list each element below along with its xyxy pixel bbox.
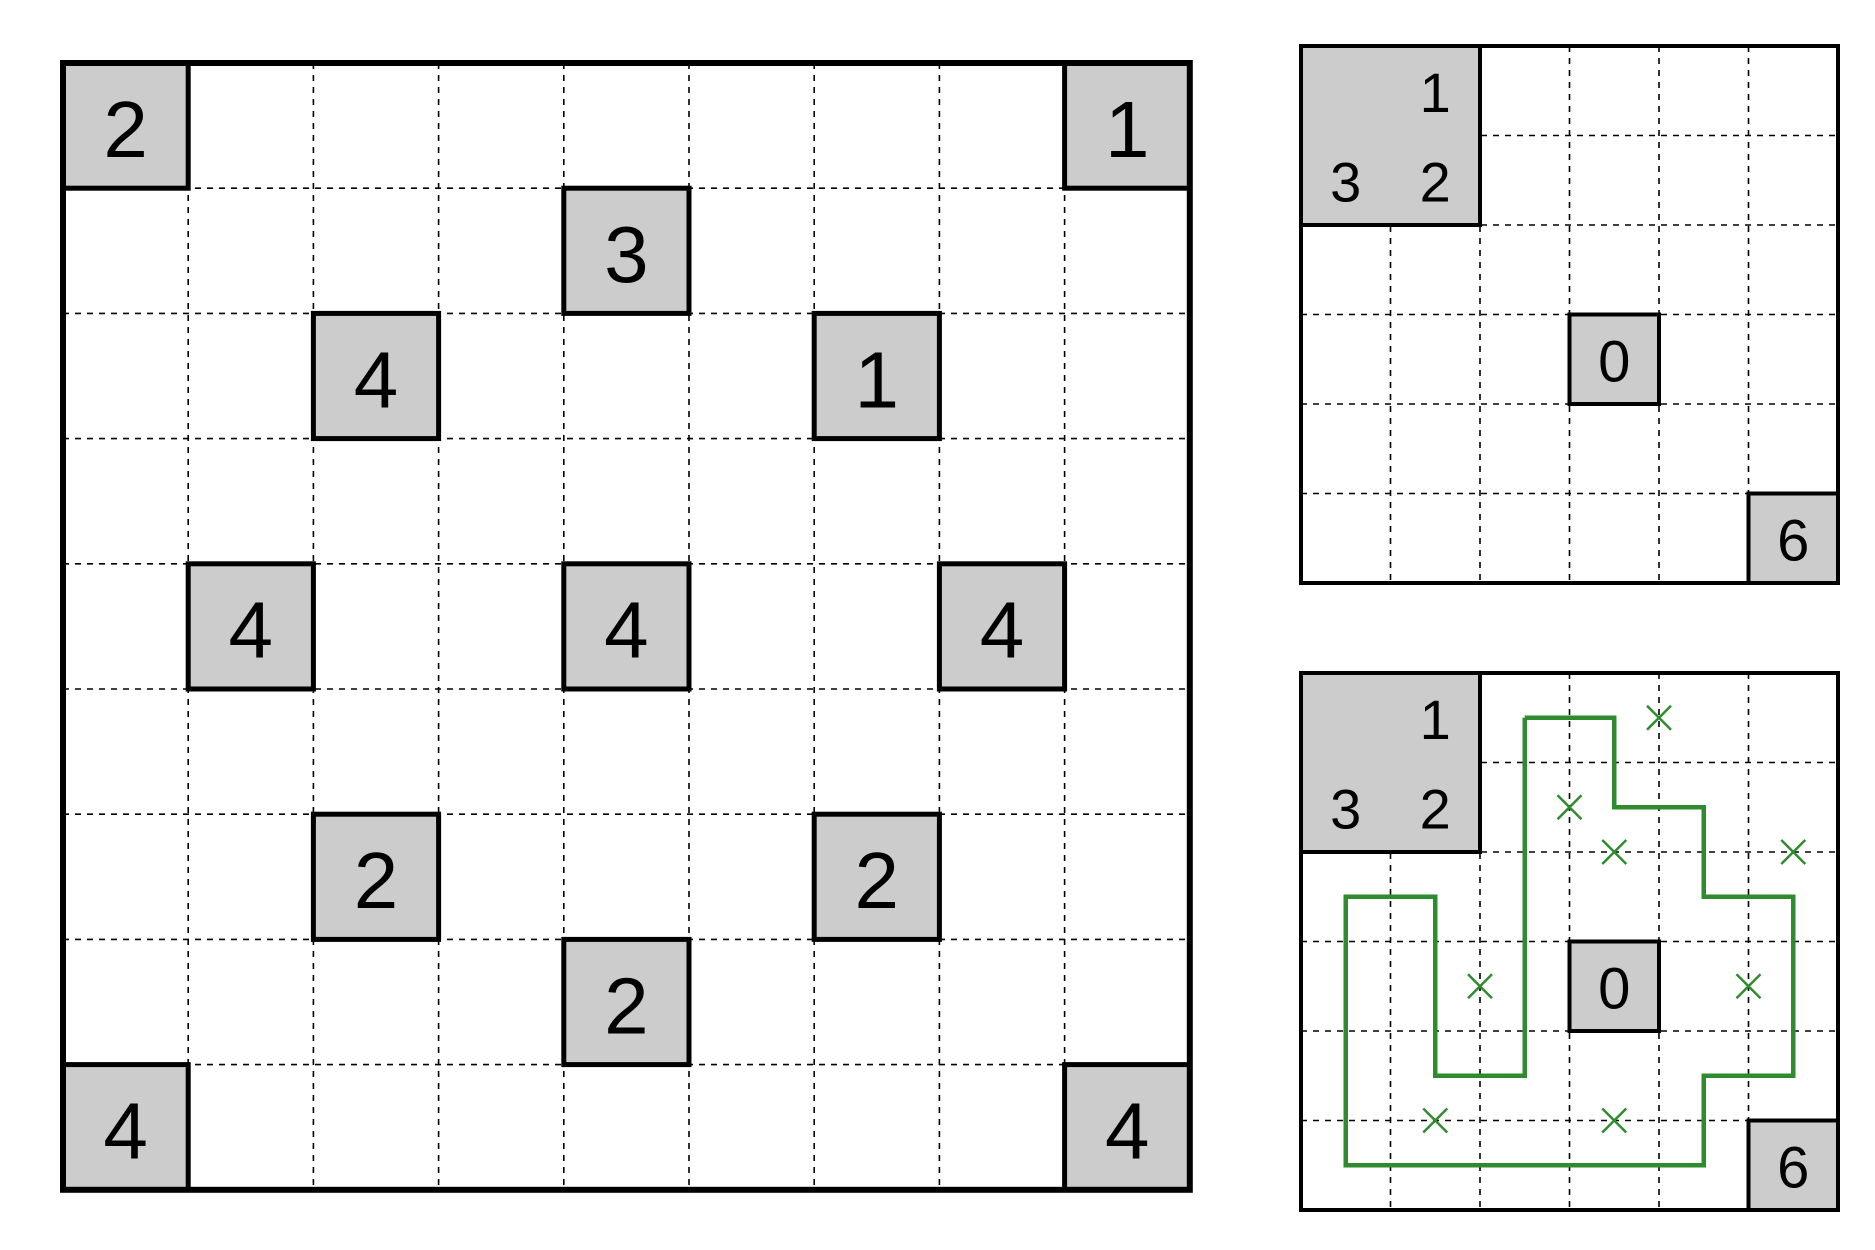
clue-number: 4 <box>980 586 1025 675</box>
clue-number: 4 <box>1105 1086 1150 1175</box>
cross-mark <box>1467 973 1493 1000</box>
clue-cell <box>1567 939 1661 1033</box>
clue-cell <box>60 60 191 191</box>
cross-mark <box>1556 794 1583 821</box>
grid-border <box>1299 44 1840 585</box>
clue-number: 0 <box>1598 956 1630 1021</box>
cross-mark <box>1601 839 1628 865</box>
block-clue-number: 1 <box>1420 61 1451 124</box>
clue-number: 1 <box>855 335 900 424</box>
clue-number: 4 <box>103 1086 148 1175</box>
main-puzzle-grid: 2 1 3 4 1 4 4 4 2 2 2 4 4 <box>60 60 1193 1193</box>
block-clue-cell <box>1299 44 1482 227</box>
block-clue-number: 2 <box>1420 151 1451 214</box>
clue-number: 4 <box>604 586 649 675</box>
block-clue-number: 1 <box>1420 688 1451 751</box>
clue-number: 6 <box>1777 508 1809 573</box>
grid-border <box>1299 671 1840 1212</box>
clue-number: 2 <box>354 836 399 925</box>
cross-mark <box>1780 839 1807 865</box>
clue-cell <box>310 310 442 442</box>
clue-cell <box>811 310 942 442</box>
clue-number: 4 <box>354 335 399 424</box>
clue-cell <box>936 561 1068 692</box>
grid-border <box>60 60 1193 1193</box>
block-clue-number: 3 <box>1330 151 1361 214</box>
block-clue-cell <box>1299 671 1482 854</box>
cross-mark <box>1422 1107 1449 1134</box>
cross-mark <box>1735 973 1762 1000</box>
clue-cell <box>185 561 316 692</box>
clue-cell <box>561 936 692 1068</box>
cross-mark <box>1601 1107 1628 1134</box>
clue-cell <box>561 185 692 316</box>
cross-mark <box>1646 704 1672 731</box>
clue-number: 2 <box>103 85 148 174</box>
clue-cell <box>811 811 942 942</box>
clue-cell <box>310 811 442 942</box>
block-clue-number: 3 <box>1330 778 1361 841</box>
clue-number: 1 <box>1105 85 1150 174</box>
block-clue-number: 2 <box>1420 778 1451 841</box>
clue-cell <box>1567 312 1661 406</box>
clue-number: 3 <box>604 210 649 299</box>
clue-number: 2 <box>855 836 900 925</box>
clue-number: 2 <box>604 961 649 1050</box>
clue-number: 0 <box>1598 329 1630 394</box>
clue-cell <box>561 561 692 692</box>
clue-number: 4 <box>229 586 274 675</box>
clue-number: 6 <box>1777 1135 1809 1200</box>
solution-loop <box>1343 715 1796 1168</box>
